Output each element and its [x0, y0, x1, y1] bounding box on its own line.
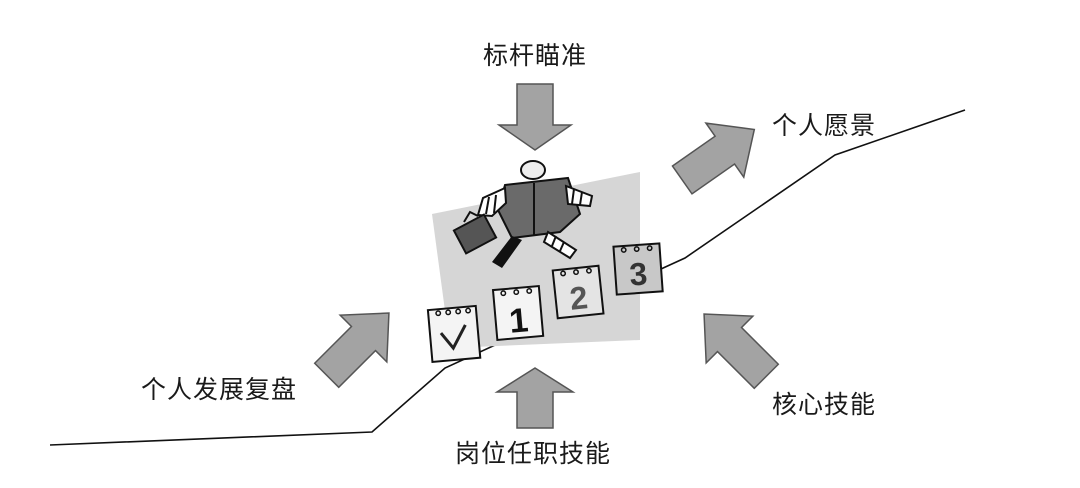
- arrow-bottom: [494, 367, 576, 429]
- label-personal-development-review: 个人发展复盘: [141, 375, 298, 404]
- calendar-page-2-number: 2: [568, 279, 589, 317]
- calendar-page-3: 3: [612, 242, 664, 296]
- arrow-upper-right: [671, 122, 756, 195]
- label-job-competency-skills: 岗位任职技能: [455, 439, 612, 468]
- calendar-page-1-number: 1: [508, 301, 530, 341]
- businessman-illustration: [452, 160, 594, 268]
- label-personal-vision: 个人愿景: [772, 111, 877, 140]
- calendar-page-3-number: 3: [628, 255, 648, 292]
- calendar-page-check: [426, 304, 482, 363]
- arrow-left: [313, 312, 390, 389]
- label-core-skills: 核心技能: [772, 390, 877, 419]
- calendar-page-1: 1: [491, 285, 545, 341]
- arrow-lower-right: [703, 313, 780, 390]
- label-benchmarking: 标杆瞄准: [483, 41, 588, 70]
- calendar-page-2: 2: [551, 264, 605, 320]
- arrow-top: [496, 83, 574, 151]
